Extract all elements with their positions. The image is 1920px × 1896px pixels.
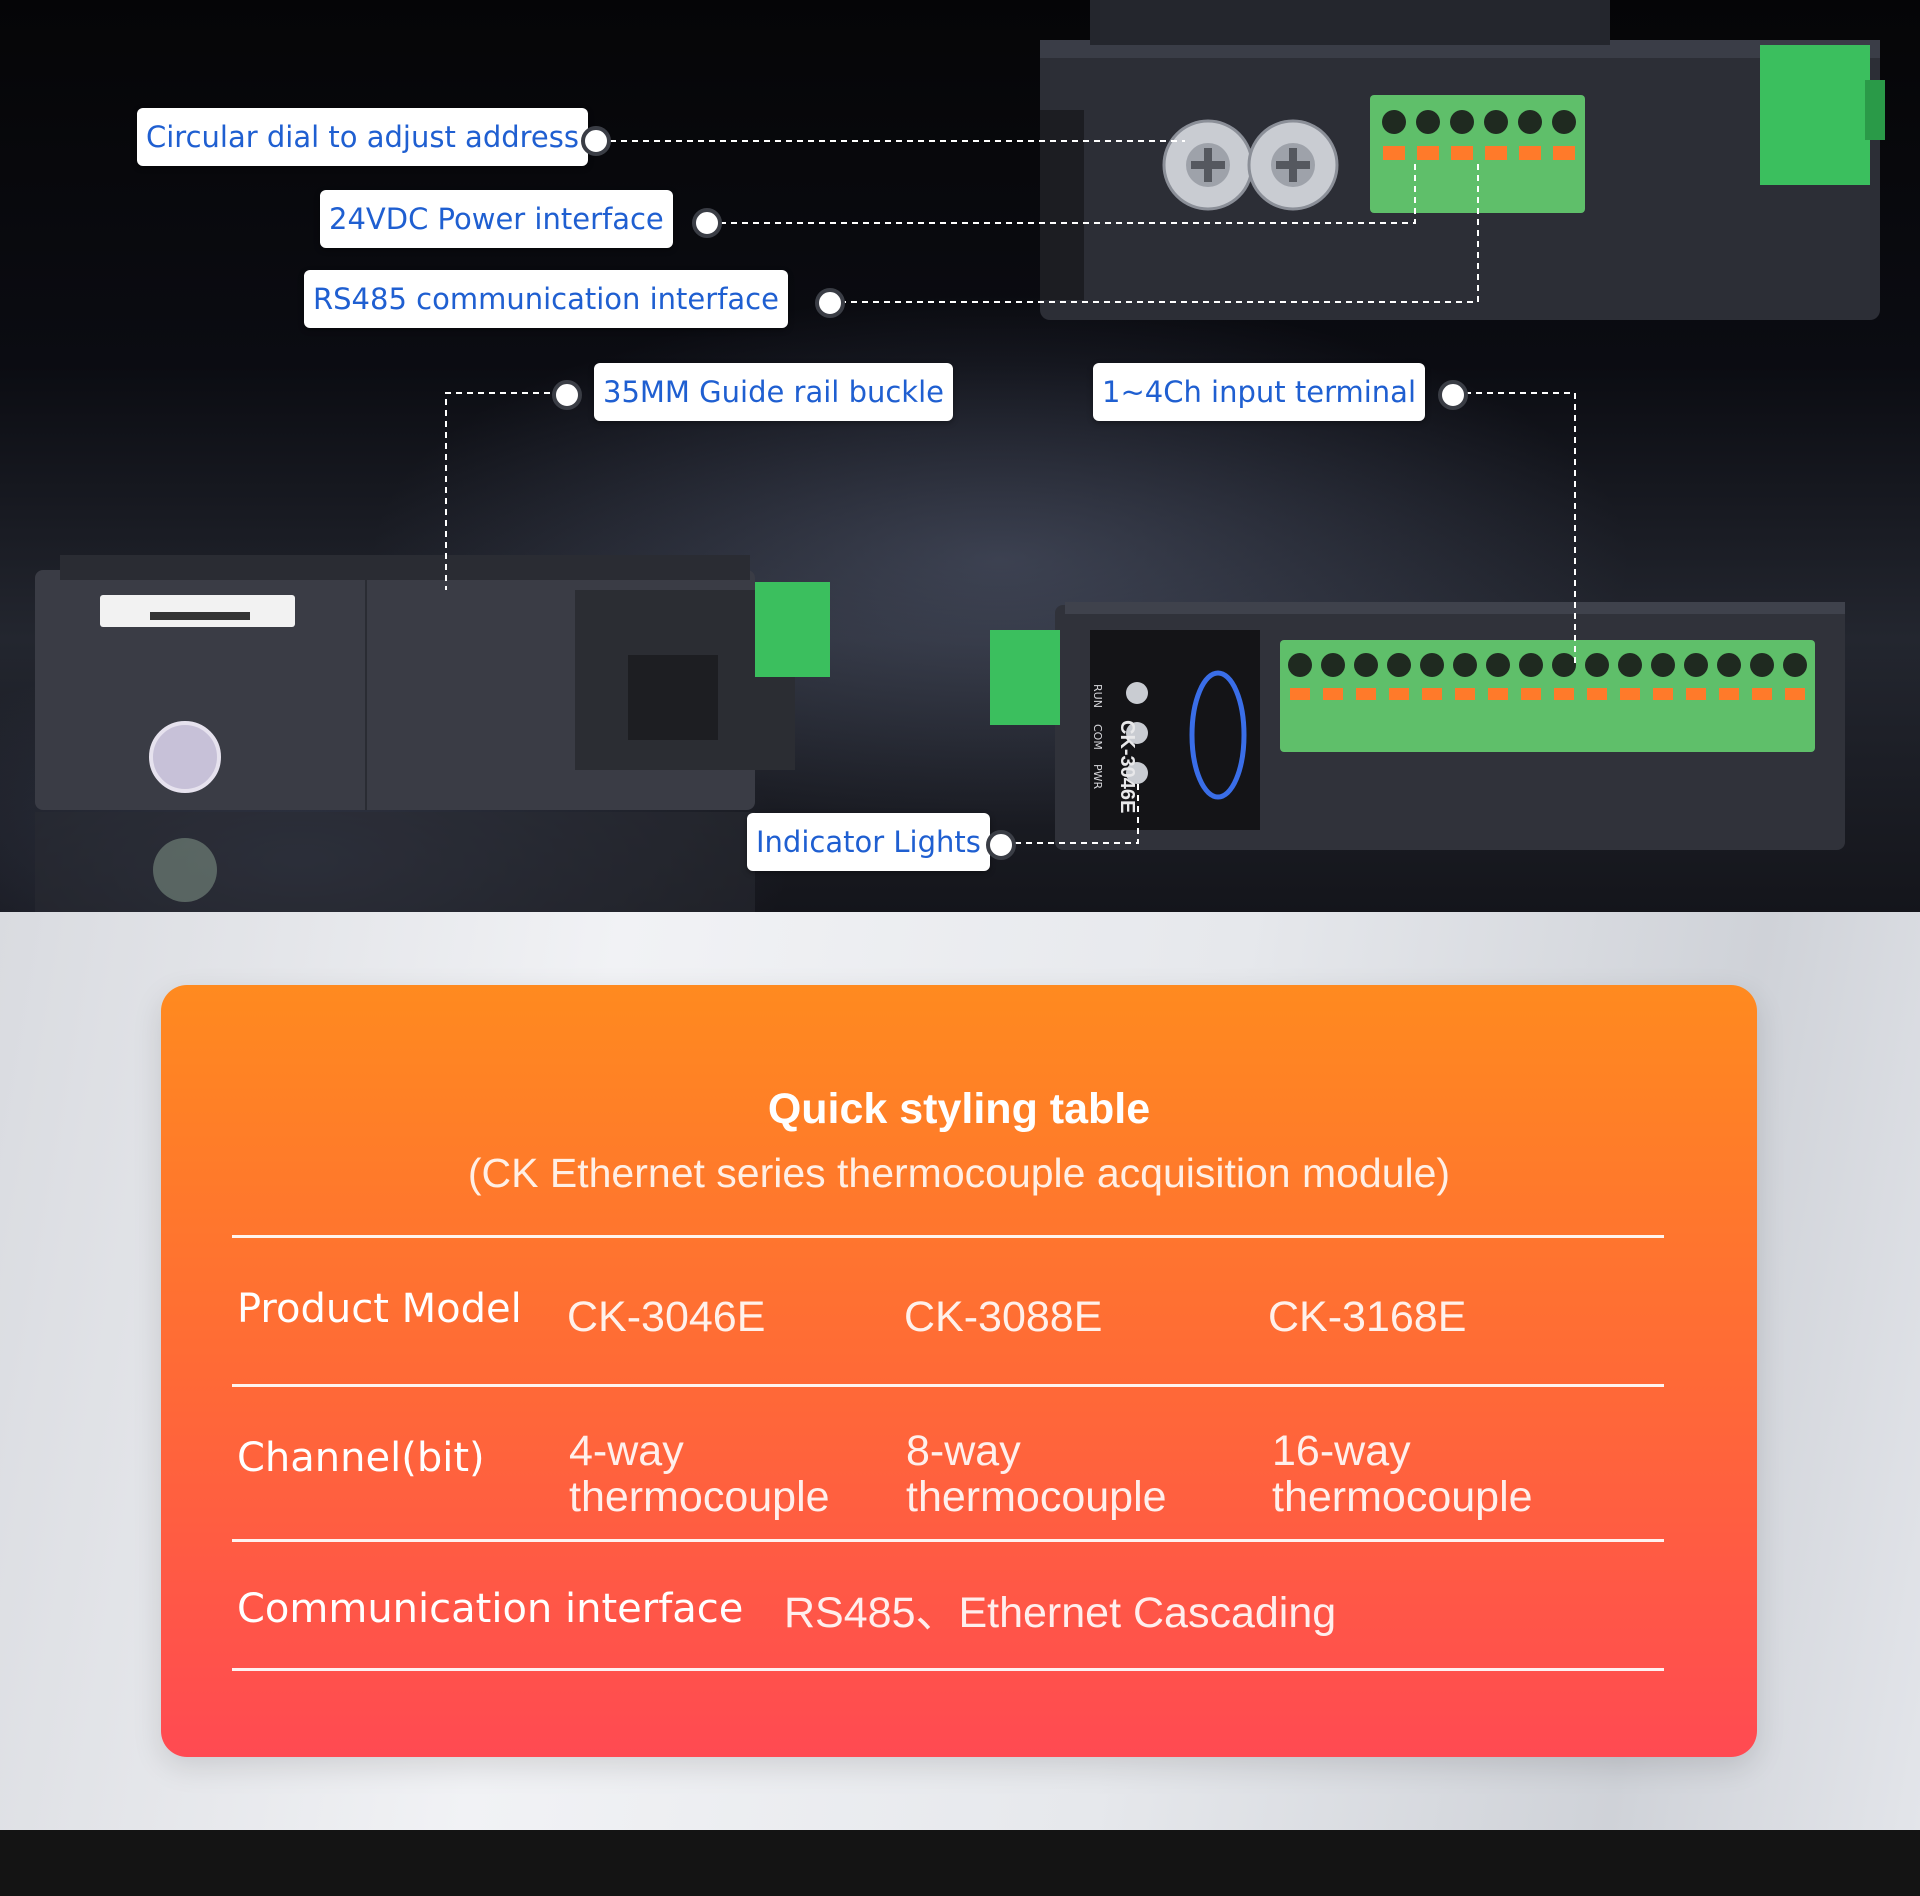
cell-communication: RS485、Ethernet Cascading xyxy=(784,1589,1337,1637)
callout-rail-dot xyxy=(552,380,582,410)
com-led xyxy=(1126,722,1148,744)
callout-input: 1~4Ch input terminal xyxy=(1093,363,1426,421)
pwr-led xyxy=(1126,762,1148,784)
cell-model-3: CK-3168E xyxy=(1268,1293,1467,1341)
row-label-communication: Communication interface xyxy=(237,1586,744,1632)
cell-model-1: CK-3046E xyxy=(567,1293,766,1341)
callout-rs485-dot xyxy=(815,288,845,318)
device-model-label: CK-3046E xyxy=(1116,720,1138,814)
led-label-com: COM xyxy=(1091,724,1104,750)
leader-lines xyxy=(445,140,1576,844)
table-subtitle: (CK Ethernet series thermocouple acquisi… xyxy=(467,1150,1451,1196)
callout-input-dot xyxy=(1438,380,1468,410)
input-terminal xyxy=(1280,640,1815,752)
left-device xyxy=(35,555,830,912)
device-illustration xyxy=(35,0,1885,912)
table-rule xyxy=(232,1668,1664,1671)
led-label-run: RUN xyxy=(1091,684,1104,708)
callout-power: 24VDC Power interface xyxy=(320,190,673,248)
bottom-bar xyxy=(0,1830,1920,1896)
table-rule xyxy=(232,1539,1664,1542)
hologram-sticker xyxy=(149,721,221,793)
cell-model-2: CK-3088E xyxy=(904,1293,1103,1341)
table-rule xyxy=(232,1235,1664,1238)
barcode-label xyxy=(100,595,295,627)
led-label-pwr: PWR xyxy=(1091,764,1104,790)
table-title: Quick styling table xyxy=(767,1085,1151,1133)
spec-card xyxy=(161,985,1757,1757)
callout-lights: Indicator Lights xyxy=(747,813,990,871)
callout-dial-dot xyxy=(581,126,611,156)
row-label-product-model: Product Model xyxy=(237,1286,522,1332)
right-device xyxy=(990,602,1845,850)
callout-lights-dot xyxy=(986,830,1016,860)
run-led xyxy=(1126,682,1148,704)
table-rule xyxy=(232,1384,1664,1387)
callout-dial: Circular dial to adjust address xyxy=(137,108,588,166)
callout-rail: 35MM Guide rail buckle xyxy=(594,363,953,421)
cell-channel-1: 4-way thermocouple xyxy=(569,1427,830,1521)
callout-power-dot xyxy=(692,208,722,238)
top-device xyxy=(1040,0,1885,320)
cell-channel-3: 16-way thermocouple xyxy=(1272,1427,1533,1521)
row-label-channel: Channel(bit) xyxy=(237,1435,485,1481)
callout-rs485: RS485 communication interface xyxy=(304,270,788,328)
product-photo: CK-3046E Circular dial to adjust address… xyxy=(0,0,1920,912)
cell-channel-2: 8-way thermocouple xyxy=(906,1427,1167,1521)
